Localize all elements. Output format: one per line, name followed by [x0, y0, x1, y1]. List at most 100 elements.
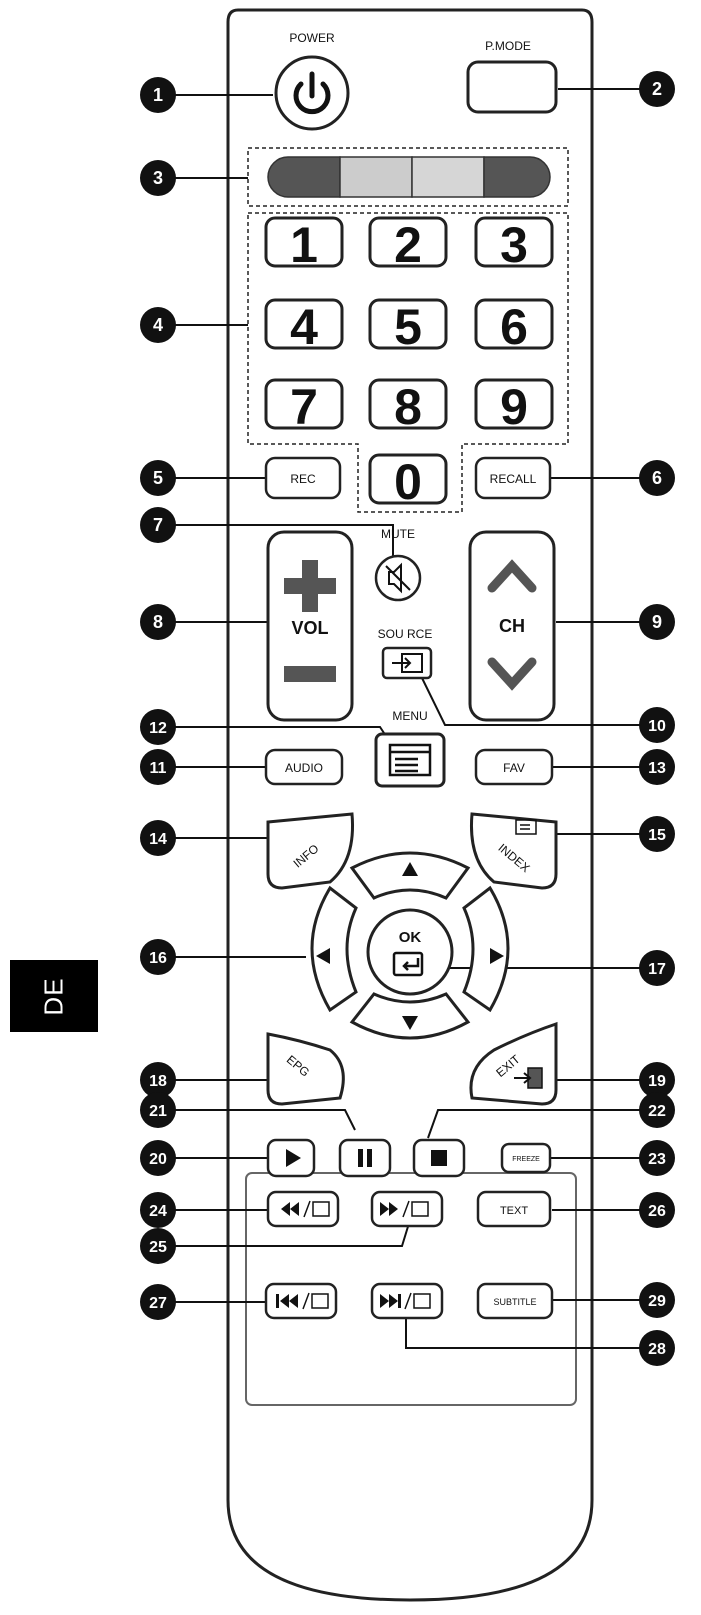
callout-19: 19 [648, 1073, 666, 1090]
callout-13-dot [639, 749, 675, 785]
nav-right-button[interactable] [462, 885, 510, 1013]
callout-29-dot [639, 1282, 675, 1318]
source-button[interactable] [381, 646, 433, 680]
digit-key-1-frame[interactable] [264, 216, 344, 268]
mute-button[interactable] [374, 554, 422, 602]
index-button[interactable]: INDEX [469, 812, 558, 890]
rec-button[interactable]: REC [264, 456, 342, 500]
callout-28-dot [639, 1330, 675, 1366]
volume-rocker[interactable]: VOL [266, 530, 354, 722]
color-key-green[interactable] [339, 156, 413, 198]
next-button[interactable] [370, 1282, 444, 1320]
rewind-icon [281, 1202, 299, 1216]
callout-leader-lines [175, 88, 640, 1349]
callout-24-dot [140, 1192, 176, 1228]
nav-left-button[interactable] [310, 885, 358, 1013]
fast-forward-teletext-icon [411, 1201, 429, 1217]
pause-icon [358, 1149, 372, 1167]
color-keys [267, 156, 551, 198]
digit-key-2-label: 2 [394, 217, 422, 273]
power-button[interactable] [274, 55, 350, 131]
volume-up-plus-icon [284, 560, 336, 612]
stop-icon [431, 1150, 447, 1166]
play-button[interactable] [266, 1138, 316, 1178]
digit-keys-group-outline [247, 212, 569, 513]
subtitle-button[interactable]: SUBTITLE [476, 1282, 554, 1320]
digit-key-9-frame[interactable] [474, 378, 554, 430]
digit-key-6-frame[interactable] [474, 298, 554, 350]
next-slash-icon [404, 1292, 412, 1310]
source-label: SOU RCE [378, 627, 433, 641]
menu-button[interactable] [374, 732, 446, 788]
fast-forward-button[interactable] [370, 1190, 444, 1228]
digit-key-0-frame[interactable] [368, 453, 448, 505]
nav-right-arrow-icon [490, 948, 504, 964]
callout-badges [140, 71, 675, 1366]
rewind-button[interactable] [266, 1190, 340, 1228]
digit-key-9-label: 9 [500, 379, 528, 435]
callout-22: 22 [648, 1103, 666, 1120]
color-key-yellow[interactable] [411, 156, 485, 198]
mute-speaker-icon [385, 562, 411, 594]
nav-left-arrow-icon [316, 948, 330, 964]
digit-key-3-frame[interactable] [474, 216, 554, 268]
callout-18-dot [140, 1062, 176, 1098]
audio-button[interactable]: AUDIO [264, 748, 344, 786]
ok-button[interactable]: OK [366, 908, 454, 996]
color-key-blue[interactable] [483, 156, 551, 198]
callout-23: 23 [648, 1151, 666, 1168]
freeze-label: FREEZE [512, 1156, 540, 1163]
previous-button[interactable] [264, 1282, 338, 1320]
digit-key-5-frame[interactable] [368, 298, 448, 350]
nav-down-arrow-icon [402, 1016, 418, 1030]
pause-button[interactable] [338, 1138, 392, 1178]
exit-button[interactable]: EXIT [469, 1021, 558, 1106]
stop-button[interactable] [412, 1138, 466, 1178]
callout-20: 20 [149, 1151, 167, 1168]
rec-label: REC [290, 472, 316, 486]
recall-button[interactable]: RECALL [474, 456, 552, 500]
callout-14: 14 [149, 831, 167, 848]
fast-forward-icon [380, 1202, 398, 1216]
color-key-red[interactable] [267, 156, 341, 198]
subtitle-label: SUBTITLE [493, 1297, 536, 1307]
text-label: TEXT [500, 1205, 528, 1217]
volume-down-minus-icon [284, 666, 336, 682]
rewind-teletext-icon [312, 1201, 330, 1217]
text-button[interactable]: TEXT [476, 1190, 552, 1228]
audio-label: AUDIO [285, 761, 323, 775]
channel-up-chevron-icon [487, 559, 537, 593]
callout-25-dot [140, 1228, 176, 1264]
language-side-tab-label: DE [38, 976, 69, 1016]
menu-list-icon [388, 743, 432, 777]
callout-6: 6 [652, 468, 662, 488]
epg-button[interactable]: EPG [266, 1032, 345, 1106]
digit-key-8-frame[interactable] [368, 378, 448, 430]
pmode-button[interactable] [466, 60, 558, 114]
callout-17: 17 [648, 961, 666, 978]
recall-label: RECALL [490, 472, 537, 486]
channel-rocker[interactable]: CH [468, 530, 556, 722]
callout-5: 5 [153, 468, 163, 488]
digit-key-2-frame[interactable] [368, 216, 448, 268]
freeze-button[interactable]: FREEZE [500, 1142, 552, 1174]
mute-label: MUTE [381, 527, 415, 541]
callout-25: 25 [149, 1239, 167, 1256]
callout-9: 9 [652, 612, 662, 632]
callout-21-dot [140, 1092, 176, 1128]
channel-label: CH [499, 616, 525, 636]
callout-11-dot [140, 749, 176, 785]
callout-10: 10 [648, 718, 666, 735]
callout-7: 7 [153, 515, 163, 535]
callout-10-dot [639, 707, 675, 743]
info-button[interactable]: INFO [266, 812, 355, 890]
fav-button[interactable]: FAV [474, 748, 554, 786]
callout-numbers: 1 2 3 4 5 6 7 8 9 10 11 12 13 14 15 16 1… [149, 79, 666, 1358]
callout-26-dot [639, 1192, 675, 1228]
digit-key-4-label: 4 [290, 299, 318, 355]
callout-3-dot [140, 160, 176, 196]
channel-down-chevron-icon [487, 657, 537, 691]
digit-key-4-frame[interactable] [264, 298, 344, 350]
digit-key-7-frame[interactable] [264, 378, 344, 430]
